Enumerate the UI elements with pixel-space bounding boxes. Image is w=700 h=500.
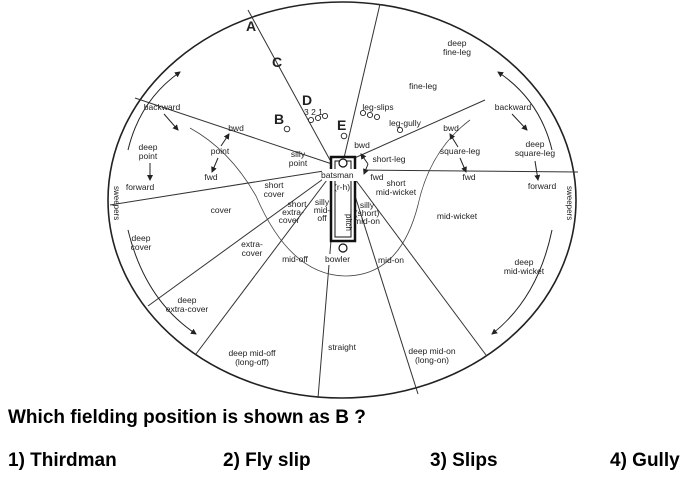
svg-text:leg-gully: leg-gully <box>389 118 421 128</box>
svg-text:straight: straight <box>328 342 357 352</box>
movement-arrows <box>127 71 553 335</box>
svg-text:point: point <box>211 146 230 156</box>
svg-text:deep: deep <box>132 233 151 243</box>
leg-side-labels: deep fine-leg fine-leg leg-slips leg-gul… <box>354 38 556 365</box>
svg-text:point: point <box>139 151 158 161</box>
marker-e-circle <box>340 132 348 140</box>
svg-text:bwd: bwd <box>443 123 459 133</box>
svg-text:leg-slips: leg-slips <box>362 102 393 112</box>
svg-text:cover: cover <box>131 242 152 252</box>
marker-b: B <box>274 111 284 127</box>
svg-text:mid-wicket: mid-wicket <box>504 266 545 276</box>
batsman-circle <box>338 158 348 168</box>
svg-text:(long-on): (long-on) <box>415 355 449 365</box>
svg-text:backward: backward <box>495 102 532 112</box>
sweepers-left: sweepers <box>112 186 121 220</box>
option-3[interactable]: 3) Slips <box>430 450 498 471</box>
svg-text:short: short <box>265 180 285 190</box>
svg-text:off: off <box>317 213 327 223</box>
question-text: Which fielding position is shown as B ? <box>8 407 366 428</box>
svg-text:mid-on: mid-on <box>354 216 380 226</box>
marker-a: A <box>246 18 256 34</box>
svg-text:deep: deep <box>139 142 158 152</box>
option-1[interactable]: 1) Thirdman <box>8 450 117 471</box>
svg-text:mid-wicket: mid-wicket <box>437 211 478 221</box>
svg-text:forward: forward <box>528 181 557 191</box>
svg-text:silly: silly <box>315 197 330 207</box>
svg-text:cover: cover <box>211 205 232 215</box>
svg-text:fine-leg: fine-leg <box>409 81 437 91</box>
svg-text:square-leg: square-leg <box>515 148 555 158</box>
svg-text:cover: cover <box>279 215 300 225</box>
svg-text:cover: cover <box>242 248 263 258</box>
svg-text:deep: deep <box>515 257 534 267</box>
svg-text:fwd: fwd <box>370 172 384 182</box>
inner-ring <box>189 119 471 277</box>
svg-text:short: short <box>288 199 308 209</box>
svg-text:silly: silly <box>360 200 375 210</box>
svg-text:mid-: mid- <box>314 205 331 215</box>
svg-text:extra-: extra- <box>282 207 304 217</box>
svg-text:silly: silly <box>291 149 306 159</box>
svg-text:fine-leg: fine-leg <box>443 47 471 57</box>
batsman-label: batsman <box>321 170 354 180</box>
sector-lines <box>109 3 579 399</box>
svg-text:mid-on: mid-on <box>378 255 404 265</box>
pitch-label: pitch <box>344 214 353 231</box>
boundary-ellipse <box>107 1 577 399</box>
marker-b-circle <box>283 125 291 133</box>
svg-text:point: point <box>289 158 308 168</box>
svg-text:short-leg: short-leg <box>372 154 405 164</box>
option-2[interactable]: 2) Fly slip <box>223 450 311 471</box>
slip-numbers: 3 2 1 <box>304 107 323 117</box>
svg-text:deep mid-on: deep mid-on <box>408 346 456 356</box>
marker-d: D <box>302 92 312 108</box>
svg-text:cover: cover <box>264 189 285 199</box>
svg-text:bwd: bwd <box>228 123 244 133</box>
off-side-labels: backward deep point forward bwd point fw… <box>126 102 357 367</box>
option-4[interactable]: 4) Gully <box>610 450 680 471</box>
svg-text:extra-: extra- <box>241 239 263 249</box>
sweepers-right: sweepers <box>565 186 574 220</box>
svg-text:fwd: fwd <box>204 172 218 182</box>
svg-text:deep: deep <box>526 139 545 149</box>
marker-e: E <box>337 117 346 133</box>
slip-circles <box>307 109 404 134</box>
svg-text:deep: deep <box>448 38 467 48</box>
svg-text:square-leg: square-leg <box>440 146 480 156</box>
svg-text:mid-off: mid-off <box>282 254 308 264</box>
marker-c: C <box>272 54 282 70</box>
batsman-hand-label: (r-h) <box>334 182 350 192</box>
svg-text:fwd: fwd <box>462 172 476 182</box>
svg-text:mid-wicket: mid-wicket <box>376 187 417 197</box>
svg-text:short: short <box>387 178 407 188</box>
svg-text:backward: backward <box>144 102 181 112</box>
svg-text:extra-cover: extra-cover <box>166 304 209 314</box>
svg-text:deep mid-off: deep mid-off <box>228 348 276 358</box>
svg-text:forward: forward <box>126 182 155 192</box>
svg-text:(long-off): (long-off) <box>235 357 269 367</box>
fielding-diagram: batsman (r-h) pitch bowler A B C D E 3 2… <box>107 1 579 399</box>
bowler-circle <box>338 243 348 253</box>
svg-text:deep: deep <box>178 295 197 305</box>
bowler-label: bowler <box>325 254 350 264</box>
svg-text:(short): (short) <box>355 208 380 218</box>
svg-text:bwd: bwd <box>354 140 370 150</box>
